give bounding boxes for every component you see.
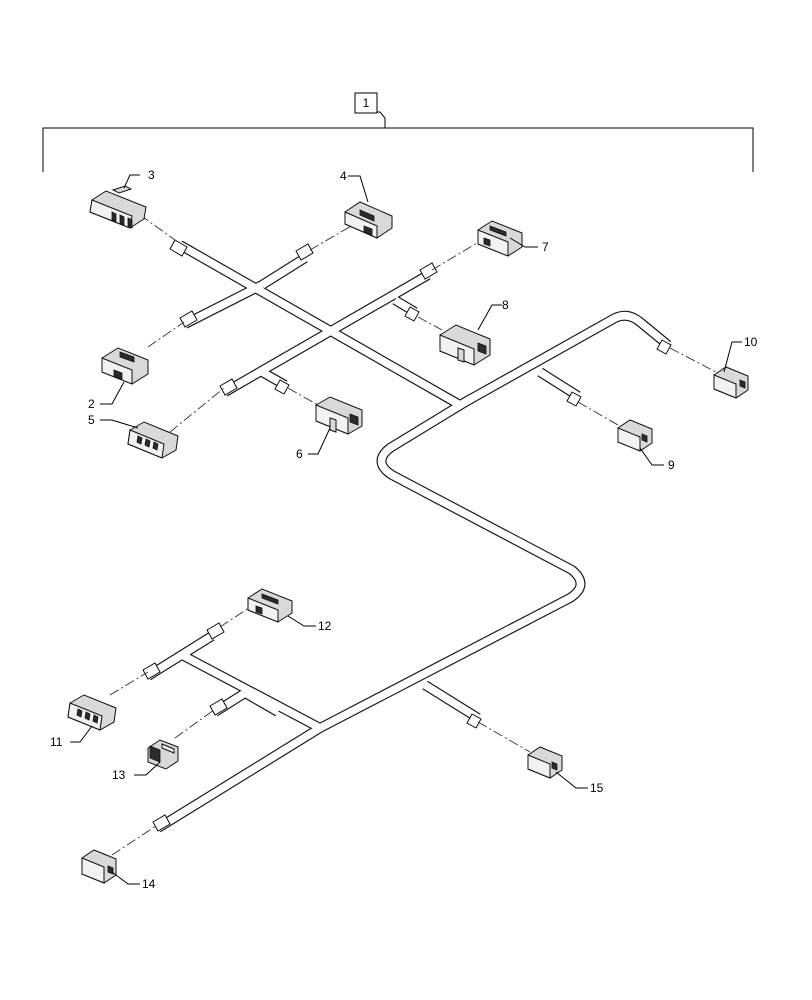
wire-segment: [180, 651, 322, 732]
callout-9: 9: [668, 458, 675, 472]
wire-segment: [243, 689, 280, 716]
wire-segment: [156, 724, 322, 832]
wire-segment-outline: [317, 393, 586, 733]
harness-wires: [145, 240, 672, 833]
connector-9: [617, 419, 653, 452]
callout-11: 11: [50, 735, 63, 749]
wire-segment: [178, 241, 462, 409]
connector-3: [89, 185, 147, 229]
callout-13: 13: [112, 768, 126, 782]
connector-13: [147, 739, 179, 770]
wire-segment: [458, 311, 671, 409]
assembly-ref-label: 1: [363, 96, 370, 110]
callout-5: 5: [88, 413, 95, 427]
callout-8: 8: [502, 298, 509, 312]
callout-2: 2: [88, 397, 95, 411]
callout-labels: 3 4 7 8 2 5 6 10 9 12 11 13 15 14: [50, 168, 758, 891]
wire-segment: [183, 281, 264, 328]
callout-14: 14: [142, 877, 156, 891]
connector-12: [247, 588, 293, 623]
callout-3: 3: [148, 168, 155, 182]
connector-11: [67, 694, 117, 731]
callout-15: 15: [590, 781, 604, 795]
callout-7: 7: [542, 240, 549, 254]
connector-4: [344, 201, 393, 239]
wire-segment: [318, 394, 585, 732]
connector-6: [315, 396, 363, 435]
callout-10: 10: [744, 335, 758, 349]
connector-2: [101, 347, 149, 385]
connector-15: [527, 746, 563, 779]
callout-leaders: [70, 174, 742, 885]
connector-10: [713, 366, 749, 399]
connector-8: [439, 324, 491, 366]
callout-4: 4: [340, 169, 347, 183]
assembly-bracket: 1: [42, 92, 754, 172]
callout-12: 12: [318, 619, 332, 633]
connector-14: [81, 849, 117, 884]
wire-segment: [223, 271, 430, 396]
callout-6: 6: [296, 447, 303, 461]
wire-fill-layer: [145, 241, 671, 832]
connectors: [67, 185, 749, 884]
wire-sleeves: [142, 239, 672, 832]
assembly-ref-box: [354, 92, 378, 114]
centerlines: [109, 214, 717, 856]
wire-segment: [259, 254, 308, 289]
connector-7: [477, 220, 523, 257]
wire-segment: [422, 681, 481, 722]
connector-5: [127, 421, 179, 459]
